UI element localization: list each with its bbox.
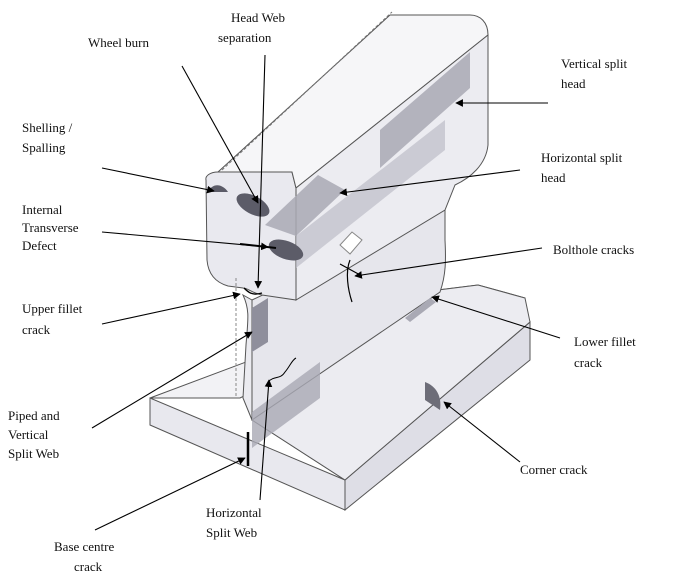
label-base-centre-crack: Base centre crack bbox=[54, 539, 118, 574]
arrow-head-web-separation bbox=[254, 54, 266, 289]
arrow-piped-vertical bbox=[91, 331, 253, 429]
upper-fillet-crack-mark bbox=[243, 287, 263, 295]
arrow-upper-fillet bbox=[101, 291, 241, 325]
rail-web-side bbox=[251, 209, 446, 421]
lower-fillet-crack-mark bbox=[405, 298, 436, 322]
corner-crack-mark bbox=[425, 382, 441, 410]
arrow-horizontal-split-web bbox=[259, 379, 273, 501]
arrow-base-centre bbox=[94, 457, 246, 531]
callout-arrows bbox=[91, 54, 561, 531]
internal-transverse-defect-mark bbox=[268, 239, 304, 261]
rail-web-front bbox=[241, 293, 253, 421]
arrow-corner-crack bbox=[443, 401, 521, 463]
vertical-split-head-mark bbox=[380, 52, 470, 168]
rail-head-dashed-edge bbox=[221, 11, 393, 171]
wheel-burn-mark bbox=[236, 193, 270, 217]
arrow-internal-transverse bbox=[101, 231, 269, 251]
arrow-horizontal-split-head bbox=[339, 169, 521, 196]
horizontal-split-web-crack bbox=[267, 357, 297, 383]
label-bolthole-cracks: Bolthole cracks bbox=[553, 242, 634, 257]
arrow-lower-fillet bbox=[431, 295, 561, 339]
arrow-wheel-burn bbox=[181, 65, 259, 204]
label-piped-vertical-split-web: Piped and Vertical Split Web bbox=[8, 408, 63, 461]
defect-marks bbox=[208, 52, 470, 466]
label-lower-fillet-crack: Lower fillet crack bbox=[574, 334, 639, 370]
bolthole-mark bbox=[339, 231, 363, 255]
horizontal-split-web-mark bbox=[252, 362, 320, 448]
piped-vertical-split-web-mark bbox=[252, 298, 268, 352]
labels: Head Web separation Wheel burn Vertical … bbox=[8, 10, 639, 574]
horizontal-split-head-band bbox=[296, 120, 445, 268]
label-internal-transverse-defect: Internal Transverse Defect bbox=[22, 202, 82, 253]
arrow-bolthole bbox=[354, 247, 543, 279]
label-vertical-split-head: Vertical split head bbox=[561, 56, 630, 91]
label-wheel-burn: Wheel burn bbox=[88, 35, 150, 50]
horizontal-split-head-mark bbox=[265, 175, 345, 236]
label-corner-crack: Corner crack bbox=[520, 462, 588, 477]
label-horizontal-split-head: Horizontal split head bbox=[541, 150, 626, 185]
label-horizontal-split-web: Horizontal Split Web bbox=[206, 505, 265, 540]
label-shelling-spalling: Shelling / Spalling bbox=[22, 120, 75, 155]
rail-body bbox=[149, 11, 531, 512]
rail-head-front bbox=[205, 171, 297, 301]
label-head-web-separation: Head Web separation bbox=[218, 10, 288, 45]
arrow-shelling bbox=[101, 167, 215, 194]
label-upper-fillet-crack: Upper fillet crack bbox=[22, 301, 86, 337]
